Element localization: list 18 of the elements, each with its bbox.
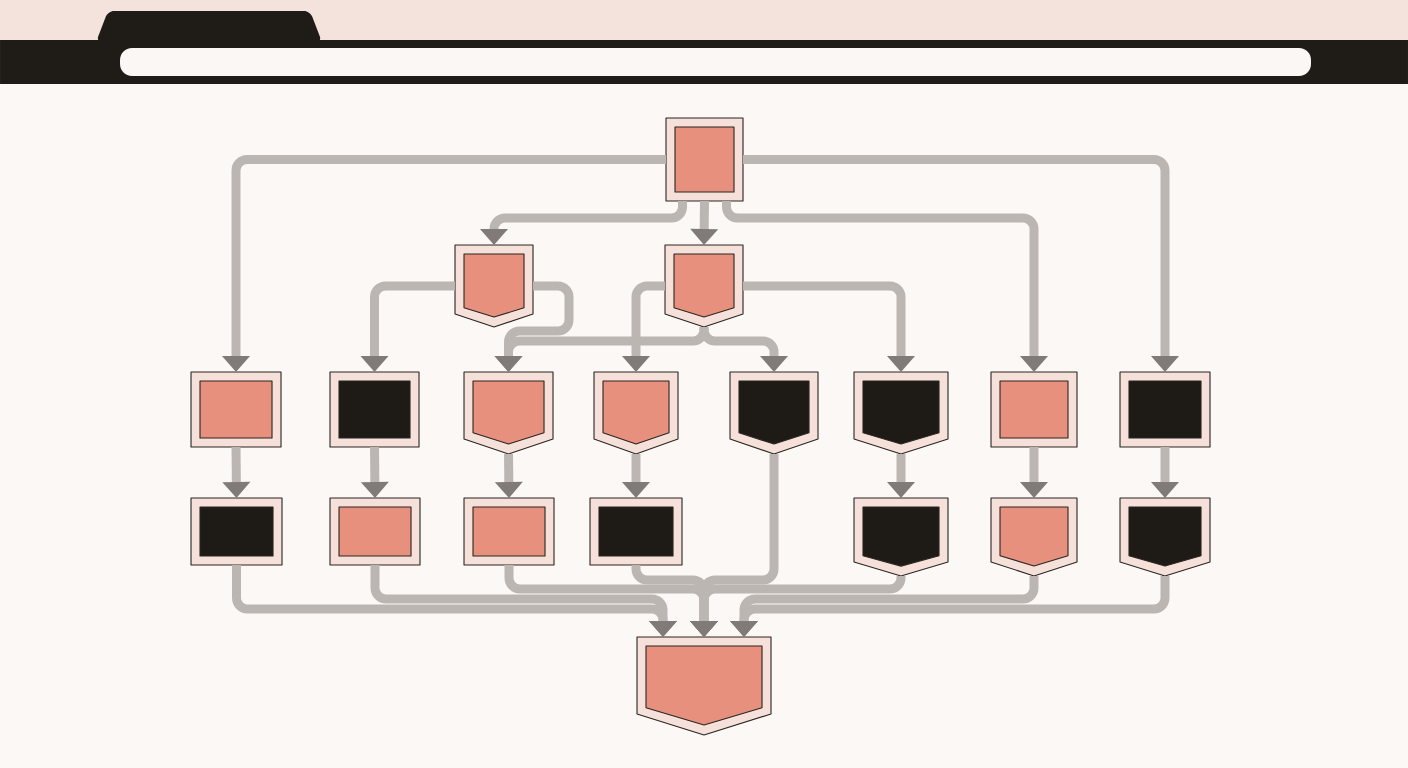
framed-pentagon: [729, 371, 819, 455]
framed-box: [190, 497, 283, 566]
framed-pentagon: [463, 371, 554, 455]
framed-box: [1119, 371, 1211, 448]
framed-box: [329, 371, 420, 448]
framed-box: [665, 117, 744, 202]
framed-box: [589, 497, 683, 566]
framed-box: [329, 497, 421, 566]
framed-pentagon: [454, 244, 534, 328]
framed-pentagon: [853, 497, 949, 577]
framed-pentagon: [853, 371, 949, 455]
framed-pentagon: [990, 497, 1078, 577]
framed-box: [190, 371, 282, 448]
framed-pentagon: [664, 244, 744, 328]
framed-pentagon: [1119, 497, 1211, 577]
framed-box: [463, 497, 555, 566]
framed-pentagon: [593, 371, 679, 455]
framed-box: [990, 371, 1078, 448]
